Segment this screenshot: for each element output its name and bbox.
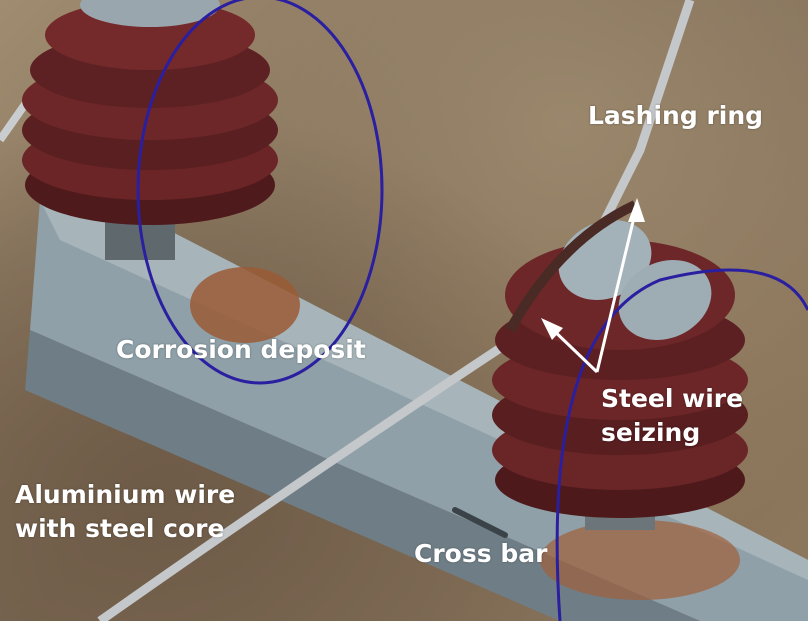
label-cross-bar: Cross bar	[414, 539, 548, 568]
label-aluminium-wire-line1: Aluminium wire	[15, 480, 236, 509]
corrosion-highlight-ellipse	[136, 0, 384, 385]
seizing-arrows	[541, 198, 645, 374]
corrosion-spot	[190, 267, 300, 343]
label-corrosion-deposit: Corrosion deposit	[116, 335, 366, 364]
label-steel-wire-seizing: Steel wire seizing	[601, 382, 743, 450]
label-aluminium-wire: Aluminium wire with steel core	[15, 478, 235, 546]
label-aluminium-wire-line2: with steel core	[15, 514, 225, 543]
insulator-left	[22, 0, 278, 260]
label-steel-wire-seizing-line1: Steel wire	[601, 384, 744, 413]
label-lashing-ring: Lashing ring	[588, 101, 764, 130]
label-steel-wire-seizing-line2: seizing	[601, 418, 701, 447]
seizing-highlight-ellipse	[555, 268, 808, 621]
insulator-right	[492, 200, 748, 530]
